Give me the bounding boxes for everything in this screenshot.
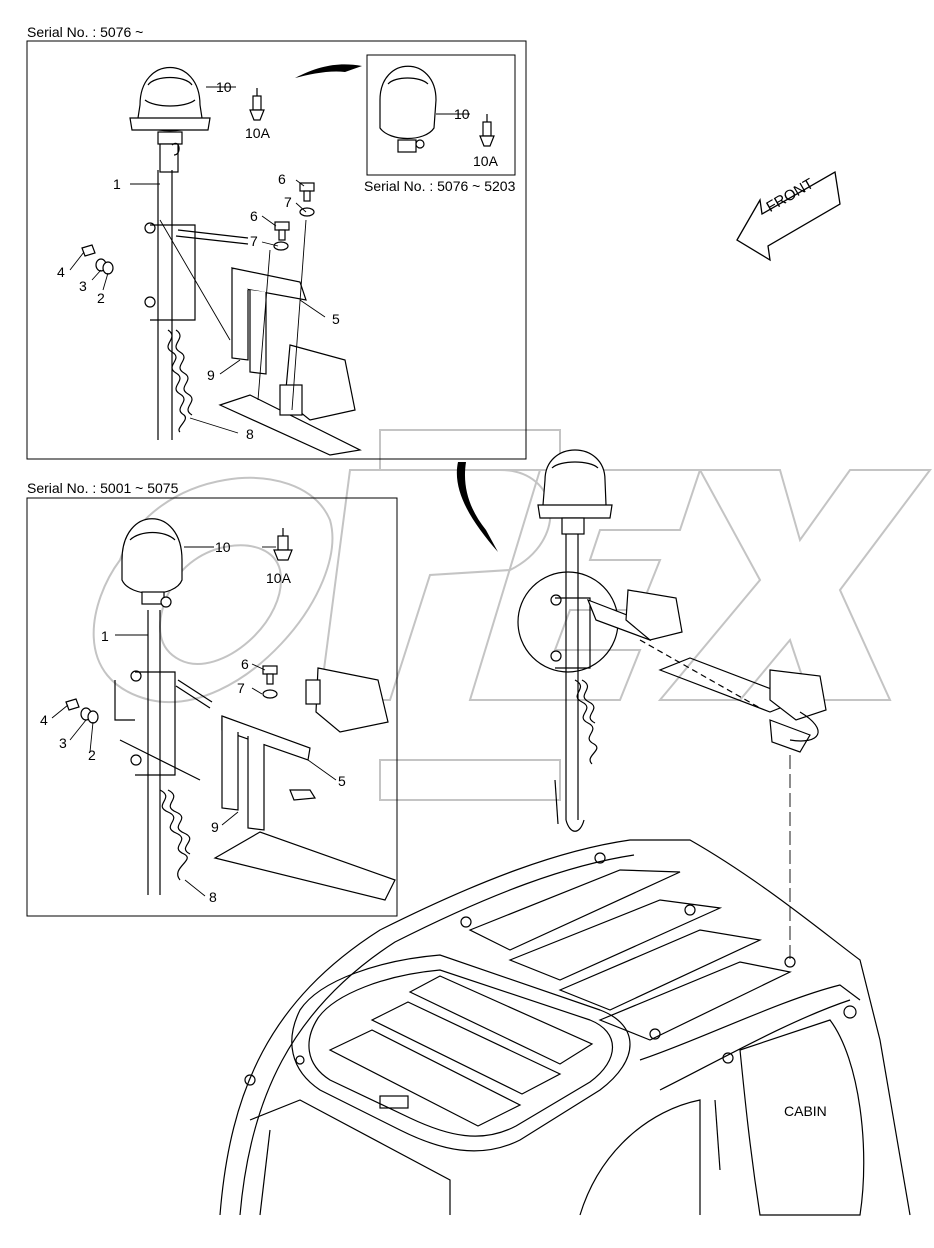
bottom-leaders — [51, 546, 337, 897]
callout-top-1: 1 — [113, 176, 121, 192]
callout-top-4: 4 — [57, 264, 65, 280]
watermark-text: OPEX — [460, 727, 466, 729]
cabin-label: CABIN — [784, 1103, 827, 1119]
callout-bottom-4: 4 — [40, 712, 48, 728]
callout-top-9: 9 — [207, 367, 215, 383]
top-box — [26, 40, 527, 460]
callout-top-5: 5 — [332, 311, 340, 327]
bottom-pole — [114, 610, 213, 895]
cabin-drawing — [219, 839, 911, 1216]
top-beacon — [129, 67, 211, 173]
top-worklight — [218, 344, 362, 456]
main-pointer-arrow — [456, 462, 498, 552]
callout-top-7b: 7 — [250, 233, 258, 249]
callout-top-8: 8 — [246, 426, 254, 442]
callout-top-10: 10 — [216, 79, 232, 95]
bottom-beacon — [121, 518, 183, 608]
top-hardware — [81, 182, 315, 275]
bottom-bulb-icon — [273, 528, 293, 561]
callout-bottom-6: 6 — [241, 656, 249, 672]
main-beacon — [537, 449, 613, 535]
callout-top-7a: 7 — [284, 194, 292, 210]
main-bracket — [586, 589, 827, 753]
inset-box — [366, 54, 516, 176]
callout-inset-10a: 10A — [473, 153, 498, 169]
bottom-box — [26, 497, 398, 917]
serial-label-inset: Serial No. : 5076 ~ 5203 — [364, 178, 516, 194]
callout-top-6b: 6 — [250, 208, 258, 224]
top-leaders — [69, 86, 470, 434]
callout-bottom-9: 9 — [211, 819, 219, 835]
callout-bottom-3: 3 — [59, 735, 67, 751]
callout-top-2: 2 — [97, 290, 105, 306]
bottom-bracket — [213, 715, 396, 901]
callout-bottom-10a: 10A — [266, 570, 291, 586]
serial-label-top: Serial No. : 5076 ~ — [27, 24, 144, 40]
callout-bottom-2: 2 — [88, 747, 96, 763]
serial-label-bottom: Serial No. : 5001 ~ 5075 — [27, 480, 179, 496]
callout-inset-10: 10 — [454, 106, 470, 122]
bottom-hardware — [65, 665, 278, 724]
callout-top-6a: 6 — [278, 171, 286, 187]
callout-bottom-10: 10 — [215, 539, 231, 555]
callout-bottom-1: 1 — [101, 628, 109, 644]
main-pole — [517, 534, 619, 832]
bottom-worklight — [305, 667, 389, 733]
top-bulb-icon — [249, 88, 265, 121]
callout-bottom-5: 5 — [338, 773, 346, 789]
inset-bulb-icon — [479, 114, 495, 147]
top-bracket — [231, 267, 307, 375]
inset-beacon — [379, 65, 437, 153]
top-pole — [144, 170, 249, 440]
front-arrow-icon — [736, 170, 841, 262]
callout-top-10a: 10A — [245, 125, 270, 141]
callout-top-3: 3 — [79, 278, 87, 294]
callout-bottom-7: 7 — [237, 680, 245, 696]
callout-bottom-8: 8 — [209, 889, 217, 905]
inset-pointer-arrow — [295, 64, 362, 78]
